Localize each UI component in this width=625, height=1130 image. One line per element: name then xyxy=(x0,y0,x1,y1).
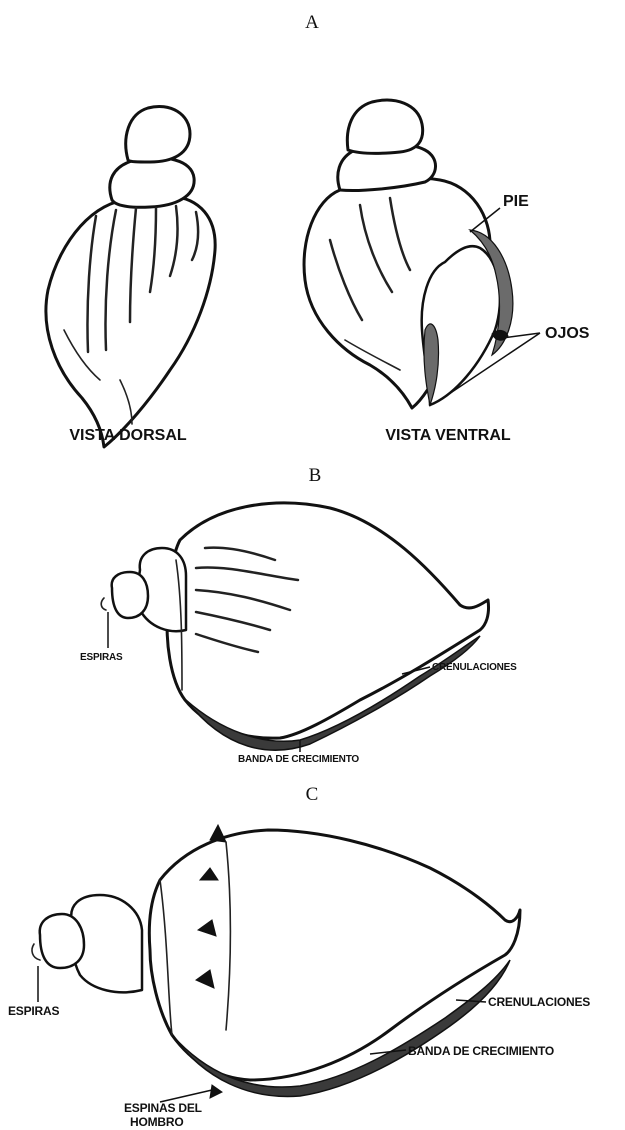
shoulder-spines-callout-line1: ESPINAS DEL xyxy=(124,1101,202,1115)
ventral-view-shell xyxy=(304,100,513,408)
foot-callout: PIE xyxy=(503,193,529,210)
shoulder-spines-callout-line2: HOMBRO xyxy=(130,1115,183,1129)
eyes-callout: OJOS xyxy=(545,325,590,342)
growth-band-callout-c: BANDA DE CRECIMIENTO xyxy=(408,1044,554,1058)
whorls-callout-c: ESPIRAS xyxy=(8,1004,59,1018)
dorsal-view-label: VISTA DORSAL xyxy=(69,427,187,444)
crenulations-callout-c: CRENULACIONES xyxy=(488,995,590,1009)
crenulations-callout-b: CRENULACIONES xyxy=(432,662,517,673)
growth-band-callout-b: BANDA DE CRECIMIENTO xyxy=(238,754,359,765)
panel-c-letter: C xyxy=(306,784,319,805)
ventral-view-label: VISTA VENTRAL xyxy=(385,427,511,444)
lateral-view-shell-b xyxy=(101,503,488,750)
panel-a-letter: A xyxy=(305,12,319,33)
panel-b-letter: B xyxy=(309,465,322,486)
dorsal-view-shell xyxy=(46,106,215,447)
whorls-callout-b: ESPIRAS xyxy=(80,652,123,663)
